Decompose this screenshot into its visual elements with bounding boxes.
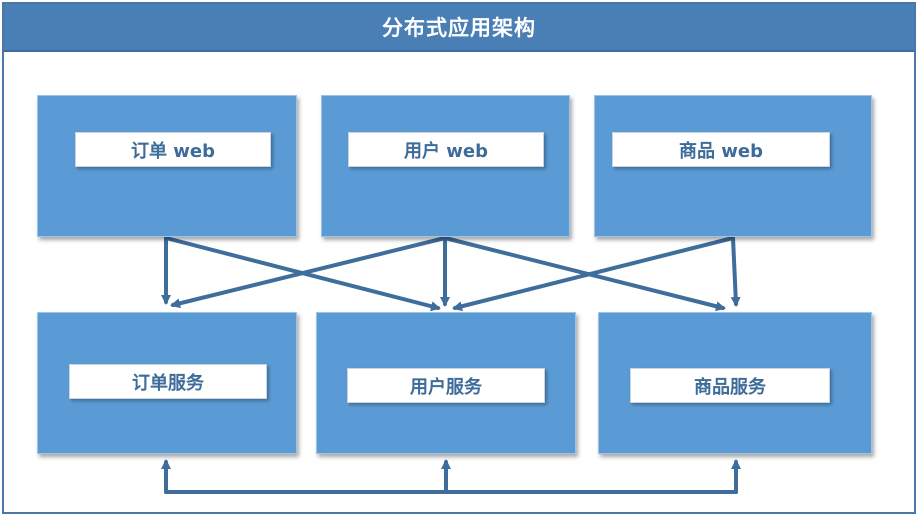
product-web-box: 商品 web <box>594 95 872 237</box>
title-bar: 分布式应用架构 <box>4 4 914 52</box>
arrow-product-web-to-user-service <box>452 236 735 312</box>
product-service-label: 商品服务 <box>630 368 830 403</box>
diagram-title: 分布式应用架构 <box>382 16 536 40</box>
arrow-user-web-to-order-service <box>170 236 447 309</box>
order-service-box: 订单服务 <box>37 312 297 454</box>
arrow-user-web-to-product-service <box>443 236 726 312</box>
order-web-box: 订单 web <box>37 95 297 237</box>
order-web-label: 订单 web <box>75 132 271 167</box>
product-service-box: 商品服务 <box>598 312 872 454</box>
product-web-label: 商品 web <box>612 132 830 167</box>
order-service-label: 订单服务 <box>69 364 267 399</box>
user-web-label: 用户 web <box>348 132 544 167</box>
user-web-box: 用户 web <box>321 95 570 237</box>
user-service-box: 用户服务 <box>316 312 576 454</box>
user-service-label: 用户服务 <box>347 368 545 403</box>
arrow-product-web-to-product-service <box>730 236 741 307</box>
